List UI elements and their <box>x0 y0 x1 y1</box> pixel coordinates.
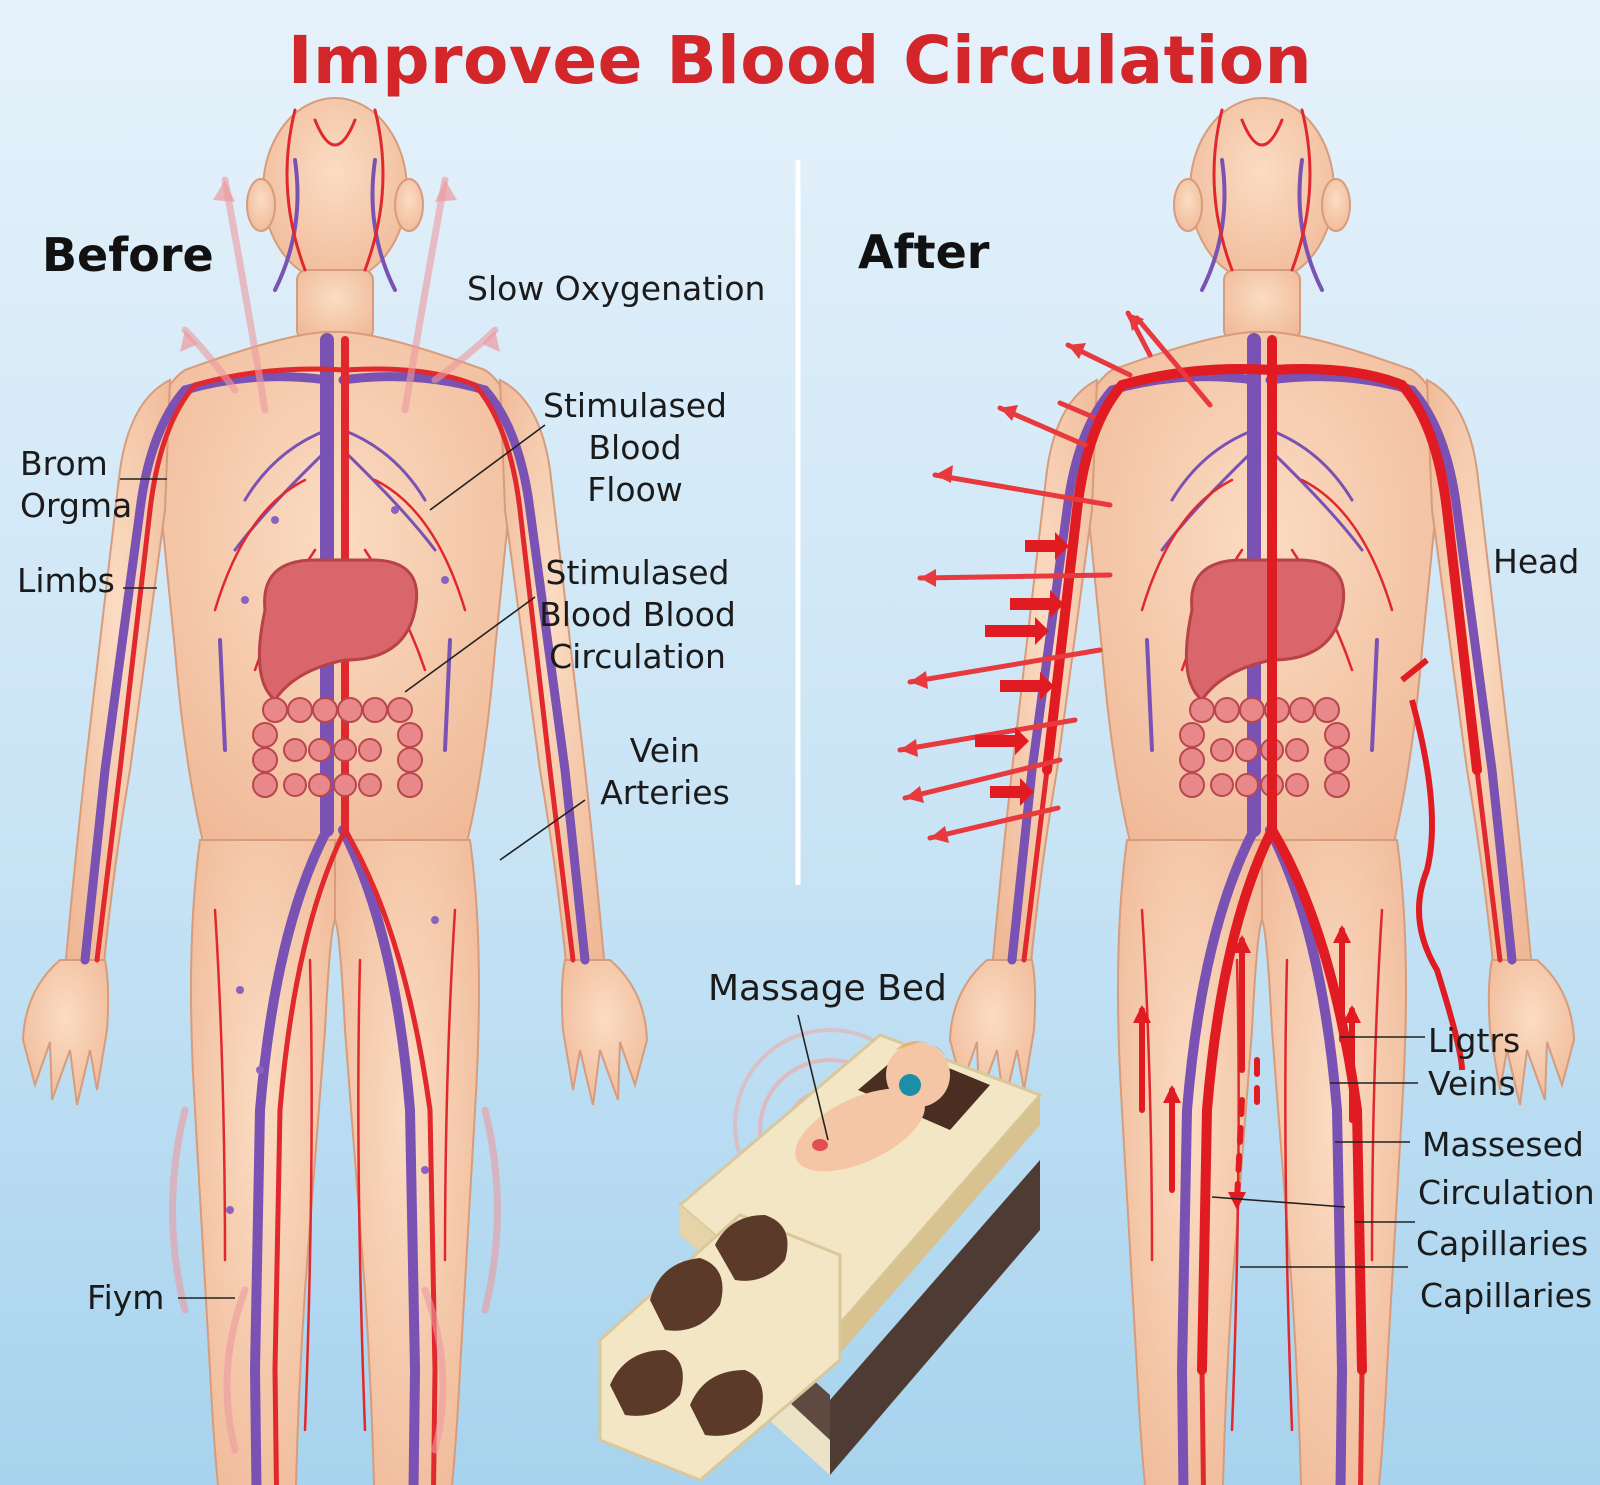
label-brom-orgma: Brom Orgma <box>20 444 133 525</box>
label-massage-bed: Massage Bed <box>708 968 947 1009</box>
massage-bed-illustration <box>598 1028 1043 1482</box>
page-title: Improvee Blood Circulation <box>287 22 1313 99</box>
label-capillaries-1: Capillaries <box>1416 1224 1589 1263</box>
label-vein-arteries: Vein Arteries <box>600 731 730 812</box>
inward-arrows <box>975 532 1069 806</box>
label-circulation: Circulation <box>1418 1173 1595 1212</box>
label-stimulated-blood-flow: Stimulased Blood Floow <box>543 386 727 509</box>
label-limbs: Limbs <box>17 561 115 600</box>
before-heading: Before <box>42 228 214 282</box>
label-slow-oxygenation: Slow Oxygenation <box>467 269 766 308</box>
before-body-figure <box>22 97 648 1485</box>
label-massesed: Massesed <box>1422 1125 1584 1164</box>
after-heading: After <box>858 225 990 279</box>
label-head: Head <box>1493 542 1580 581</box>
leader-lines <box>120 424 1425 1299</box>
label-capillaries-2: Capillaries <box>1420 1276 1593 1315</box>
label-veins: Veins <box>1428 1064 1516 1103</box>
label-fiym: Fiym <box>87 1278 165 1317</box>
after-body-figure <box>949 97 1575 1485</box>
label-stimulated-blood-circulation: Stimulased Blood Blood Circulation <box>539 553 736 676</box>
label-ligtrs: Ligtrs <box>1428 1021 1521 1060</box>
